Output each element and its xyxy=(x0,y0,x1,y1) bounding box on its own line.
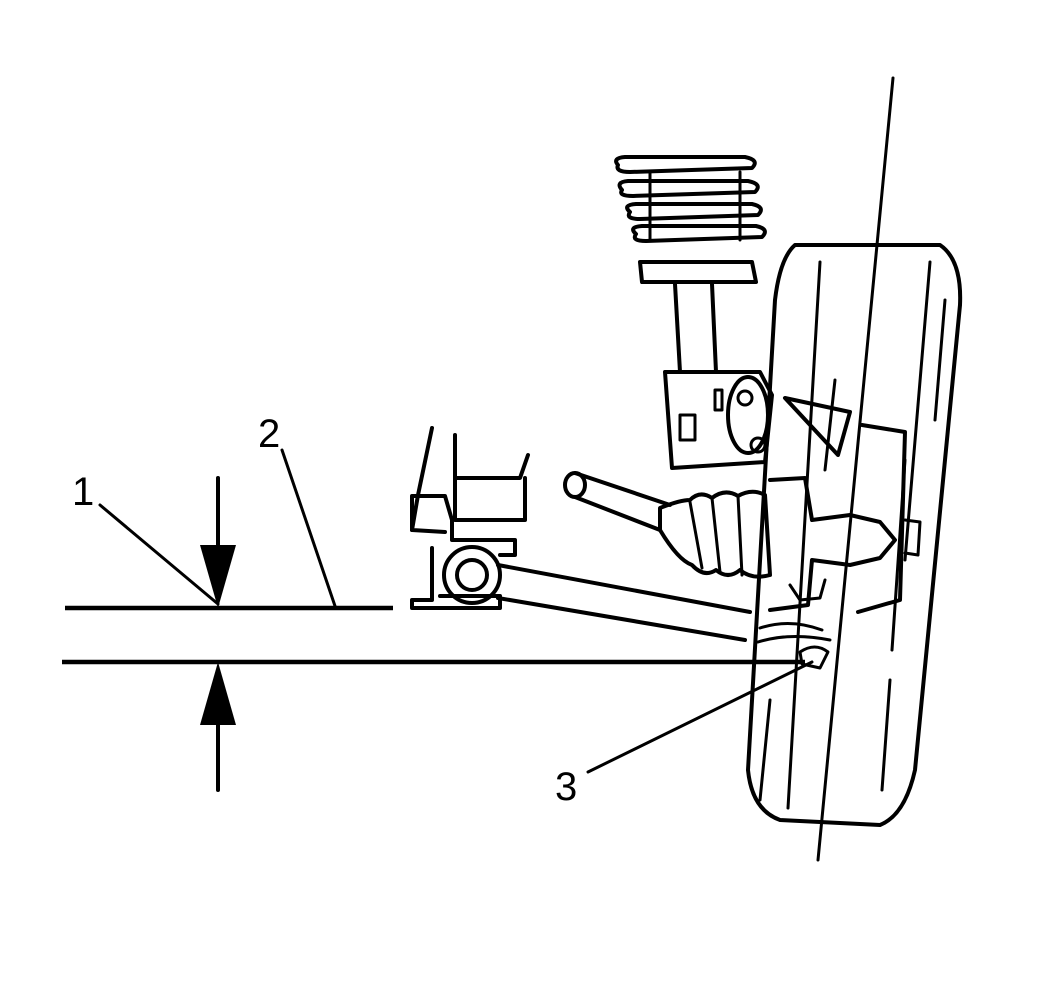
callout-3: 3 xyxy=(555,765,577,809)
lower-control-arm xyxy=(496,563,832,670)
strut xyxy=(663,282,774,470)
leader-1 xyxy=(98,503,220,606)
callout-2: 2 xyxy=(258,412,280,456)
knuckle xyxy=(768,396,922,614)
callout-1: 1 xyxy=(72,470,94,514)
coil-spring xyxy=(614,155,767,284)
wheel-centerline xyxy=(816,76,895,862)
drive-axle xyxy=(563,471,772,579)
leader-2 xyxy=(280,448,337,608)
dimension-arrow-up xyxy=(200,662,236,792)
subframe xyxy=(410,426,530,610)
wheel-tire xyxy=(746,243,963,827)
dimension-arrow-down xyxy=(200,476,236,608)
leader-3 xyxy=(586,660,814,774)
